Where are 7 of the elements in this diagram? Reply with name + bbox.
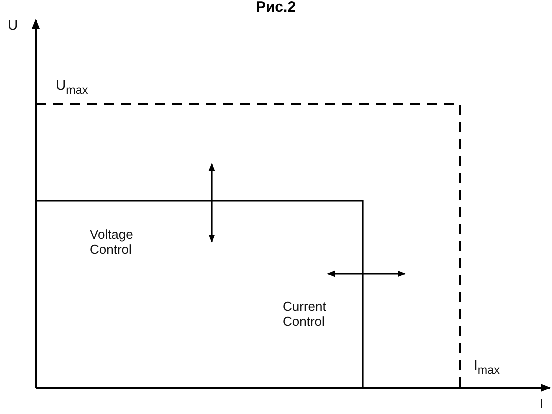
limit-label: I$_{max}$ bbox=[474, 358, 500, 378]
region-label: Current Control bbox=[283, 299, 326, 329]
figure-title: Рис.2 bbox=[256, 0, 296, 16]
axis-label: U bbox=[8, 18, 18, 33]
limit-label: U$_{max}$ bbox=[56, 78, 88, 98]
axis-label: I bbox=[540, 396, 544, 411]
region-label: Voltage Control bbox=[90, 227, 134, 257]
